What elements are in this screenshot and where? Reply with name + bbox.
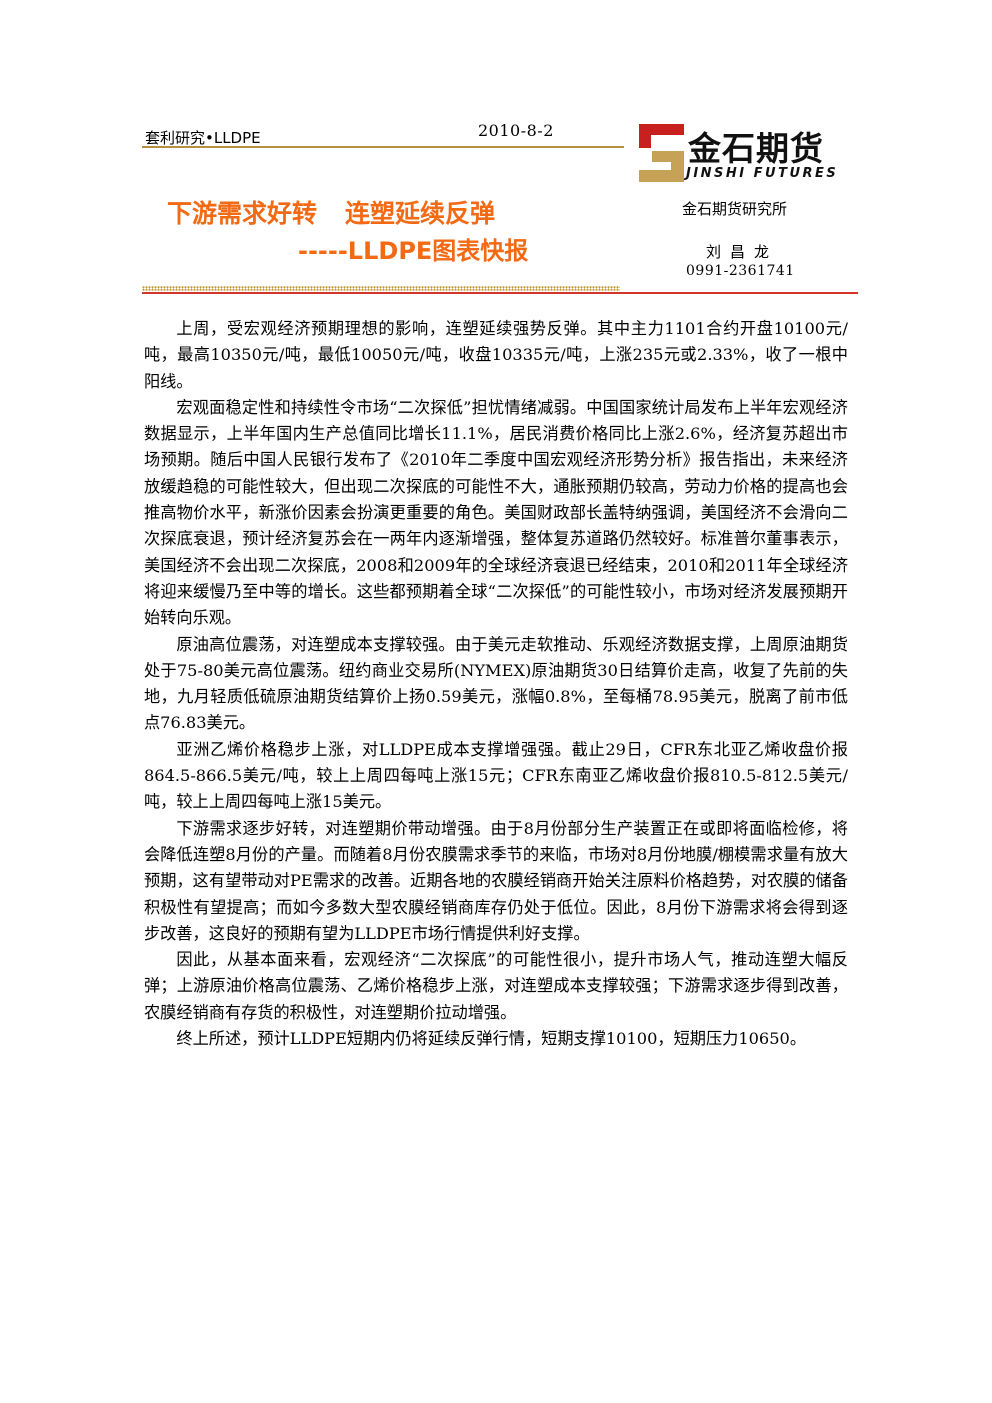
- paragraph: 因此，从基本面来看，宏观经济“二次探底”的可能性很小，提升市场人气，推动连塑大幅…: [144, 950, 848, 1022]
- logo-chinese-name: 金石期货: [688, 129, 824, 168]
- paragraph: 亚洲乙烯价格稳步上涨，对LLDPE成本支撑增强强。截止29日，CFR东北亚乙烯收…: [144, 739, 848, 812]
- report-category: 套利研究•LLDPE: [145, 129, 261, 147]
- report-title: 下游需求好转连塑延续反弹: [167, 194, 495, 230]
- author-phone: 0991-2361741: [686, 263, 795, 279]
- paragraph: 终上所述，预计LLDPE短期内仍将延续反弹行情，短期支撑10100，短期压力10…: [176, 1029, 807, 1049]
- company-logo: 金石期货 JINSHI FUTURES: [636, 122, 836, 186]
- report-body: 上周，受宏观经济预期理想的影响，连塑延续强势反弹。其中主力1101合约开盘101…: [144, 316, 848, 1052]
- dotted-divider: [142, 286, 620, 291]
- paragraph: 下游需求逐步好转，对连塑期价带动增强。由于8月份部分生产装置正在或即将面临检修，…: [144, 818, 848, 943]
- research-institute: 金石期货研究所: [682, 200, 788, 218]
- paragraph: 宏观面稳定性和持续性令市场“二次探低”担忧情绪减弱。中国国家统计局发布上半年宏观…: [144, 397, 848, 628]
- logo-mark-icon: [639, 124, 684, 182]
- paragraph: 原油高位震荡，对连塑成本支撑较强。由于美元走软推动、乐观经济数据支撑，上周原油期…: [144, 634, 848, 733]
- report-subtitle: -----LLDPE图表快报: [298, 237, 529, 265]
- header-gold-rule: [142, 146, 624, 148]
- author-name: 刘昌龙: [706, 243, 779, 261]
- paragraph: 上周，受宏观经济预期理想的影响，连塑延续强势反弹。其中主力1101合约开盘101…: [144, 319, 848, 391]
- logo-english-name: JINSHI FUTURES: [686, 166, 839, 181]
- title-part-1: 下游需求好转: [167, 199, 318, 228]
- red-divider: [142, 292, 858, 294]
- title-part-2: 连塑延续反弹: [345, 199, 496, 228]
- report-date: 2010-8-2: [478, 121, 554, 140]
